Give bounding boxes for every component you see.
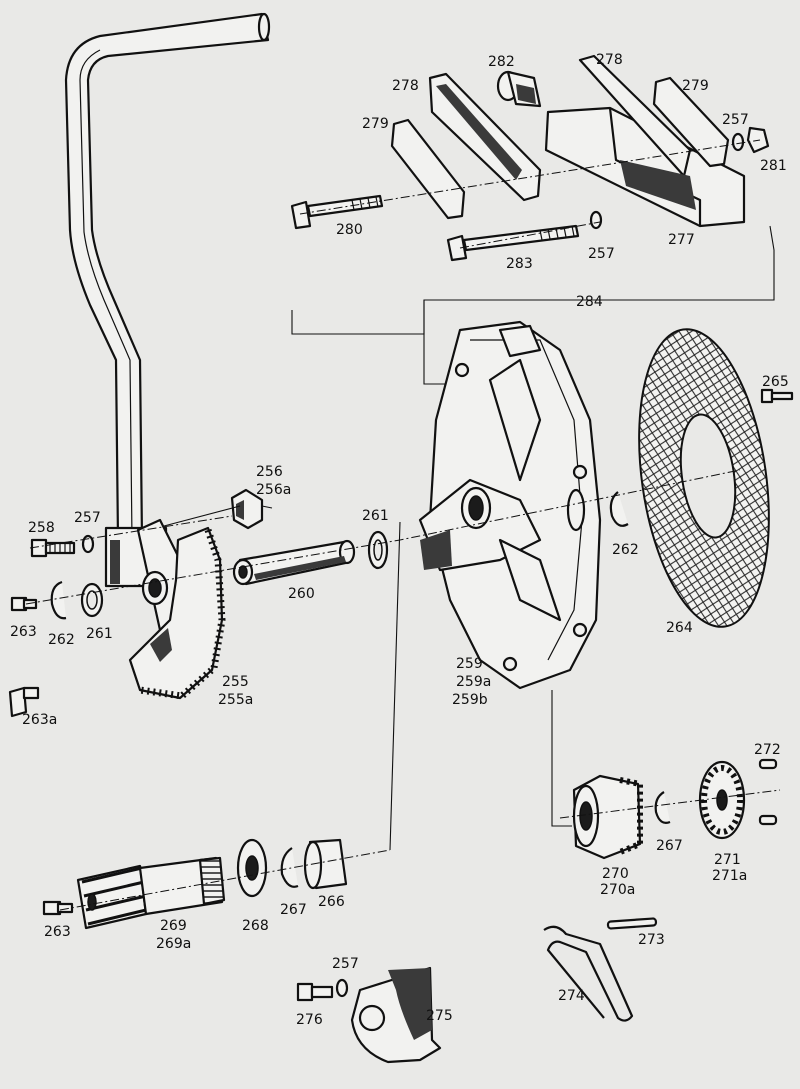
spring-274 (543, 925, 634, 1022)
label-257-mid: 257 (588, 246, 615, 262)
pin-273 (606, 917, 658, 930)
pawl-256 (230, 488, 273, 530)
friction-disc-264 (638, 328, 770, 628)
label-283: 283 (506, 256, 533, 272)
label-261-left: 261 (86, 626, 113, 642)
circlip-267-bottom (280, 847, 299, 888)
label-262-right: 262 (612, 542, 639, 558)
label-255a: 255a (218, 692, 253, 708)
grease-nipple-263a (8, 686, 40, 718)
label-263-left: 263 (10, 624, 37, 640)
label-282: 282 (488, 54, 515, 70)
label-272: 272 (754, 742, 781, 758)
label-261-center: 261 (362, 508, 389, 524)
clutch-housing-259 (418, 320, 602, 690)
disc-268-hole (245, 855, 259, 881)
lever-block-277 (544, 54, 746, 228)
washer-257-top (731, 132, 745, 152)
washer-257-bottom (335, 978, 349, 998)
screw-265 (760, 388, 794, 404)
bolt-283 (446, 224, 580, 262)
label-266: 266 (318, 894, 345, 910)
label-257-left: 257 (74, 510, 101, 526)
label-259b: 259b (452, 692, 488, 708)
washer-261-hole (86, 590, 98, 610)
kickstart-lever (64, 12, 271, 632)
label-278-left: 278 (392, 78, 419, 94)
label-277: 277 (668, 232, 695, 248)
label-262-left: 262 (48, 632, 75, 648)
plate-279-left (390, 118, 466, 220)
washer-261-center-hole (373, 539, 383, 561)
label-271: 271 (714, 852, 741, 868)
pinion-shaft-269 (76, 856, 226, 930)
label-257-bottom: 257 (332, 956, 359, 972)
gear-270 (572, 774, 643, 860)
label-279-left: 279 (362, 116, 389, 132)
label-259: 259 (456, 656, 483, 672)
label-263a: 263a (22, 712, 57, 728)
pins-272 (758, 758, 778, 826)
grease-nipple-263-left (10, 596, 38, 612)
label-271a: 271a (712, 868, 747, 884)
washer-257-left (81, 534, 95, 554)
label-276: 276 (296, 1012, 323, 1028)
roller-282 (496, 70, 542, 108)
washer-257-mid (589, 210, 603, 230)
label-281: 281 (760, 158, 787, 174)
label-268: 268 (242, 918, 269, 934)
bush-266 (303, 838, 348, 890)
label-270a: 270a (600, 882, 635, 898)
axis-lines (25, 139, 781, 911)
grease-nipple-263-bottom (42, 900, 74, 916)
label-280: 280 (336, 222, 363, 238)
label-269a: 269a (156, 936, 191, 952)
label-284: 284 (576, 294, 603, 310)
label-264: 264 (666, 620, 693, 636)
label-258: 258 (28, 520, 55, 536)
label-267-bottom: 267 (280, 902, 307, 918)
circlip-262-left (50, 580, 67, 620)
label-260: 260 (288, 586, 315, 602)
label-257-top: 257 (722, 112, 749, 128)
label-265: 265 (762, 374, 789, 390)
label-273: 273 (638, 932, 665, 948)
gear-segment-255 (128, 526, 226, 700)
label-267-right: 267 (656, 838, 683, 854)
label-255: 255 (222, 674, 249, 690)
label-256a: 256a (256, 482, 291, 498)
part-labels: 282 278 278 279 279 257 281 280 283 257 … (10, 52, 789, 1028)
label-274: 274 (558, 988, 585, 1004)
bracket-284-drop (423, 300, 446, 385)
label-278-right: 278 (596, 52, 623, 68)
cover-275 (350, 966, 442, 1064)
circlip-267-right (654, 791, 671, 824)
label-256: 256 (256, 464, 283, 480)
shaft-260 (232, 539, 356, 586)
screw-276 (296, 982, 334, 1002)
label-263-bottom: 263 (44, 924, 71, 940)
lever-278-left (428, 72, 542, 202)
gear-271 (698, 760, 746, 840)
label-269: 269 (160, 918, 187, 934)
label-275: 275 (426, 1008, 453, 1024)
label-279-right: 279 (682, 78, 709, 94)
circlip-262-right (609, 491, 629, 527)
label-259a: 259a (456, 674, 491, 690)
label-270: 270 (602, 866, 629, 882)
